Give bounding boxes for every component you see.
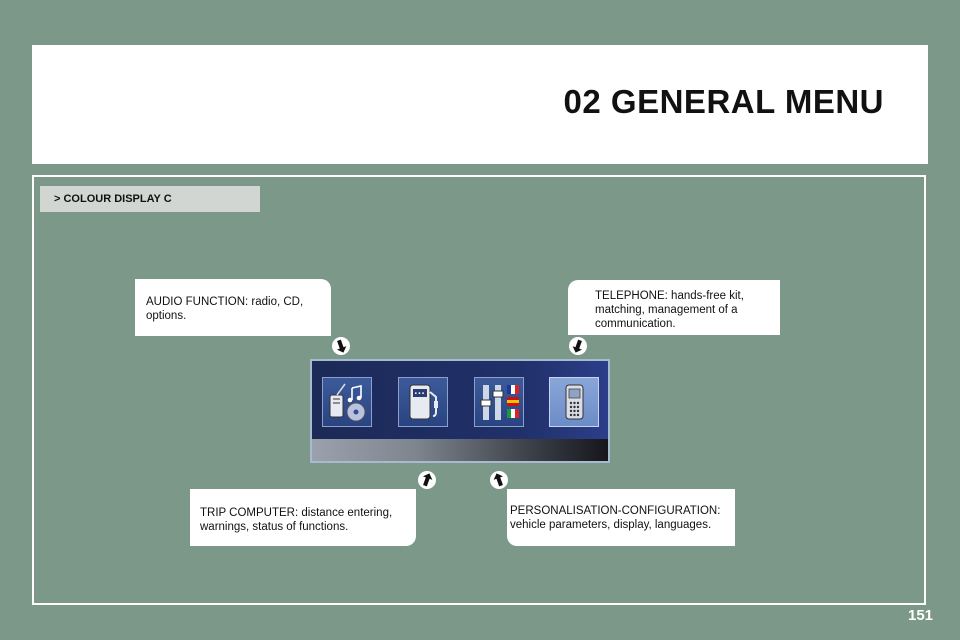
mobile-phone-icon[interactable] bbox=[549, 377, 599, 427]
arrow-up-left-icon bbox=[490, 471, 508, 489]
page-number: 151 bbox=[908, 607, 934, 624]
screen-status-bar bbox=[312, 439, 608, 461]
fuel-pump-icon[interactable]: ••• bbox=[398, 377, 448, 427]
personalisation-callout: PERSONALISATION-CONFIGURATION: vehicle p… bbox=[507, 489, 735, 546]
svg-text:•••: ••• bbox=[414, 391, 425, 398]
content-frame bbox=[32, 175, 926, 605]
arrow-down-left-icon bbox=[569, 337, 587, 355]
audio-icon[interactable] bbox=[322, 377, 372, 427]
display-screen: ••• bbox=[310, 359, 610, 463]
telephone-callout: TELEPHONE: hands-free kit, matching, man… bbox=[568, 280, 780, 335]
page-title: 02 GENERAL MENU bbox=[563, 83, 884, 120]
page-header: 02 GENERAL MENU bbox=[32, 45, 928, 164]
section-label: > COLOUR DISPLAY C bbox=[40, 186, 260, 212]
audio-callout: AUDIO FUNCTION: radio, CD, options. bbox=[135, 279, 331, 336]
arrow-up-right-icon bbox=[418, 471, 436, 489]
arrow-down-right-icon bbox=[332, 337, 350, 355]
trip-computer-callout: TRIP COMPUTER: distance entering, warnin… bbox=[190, 489, 416, 546]
settings-sliders-icon[interactable] bbox=[474, 377, 524, 427]
